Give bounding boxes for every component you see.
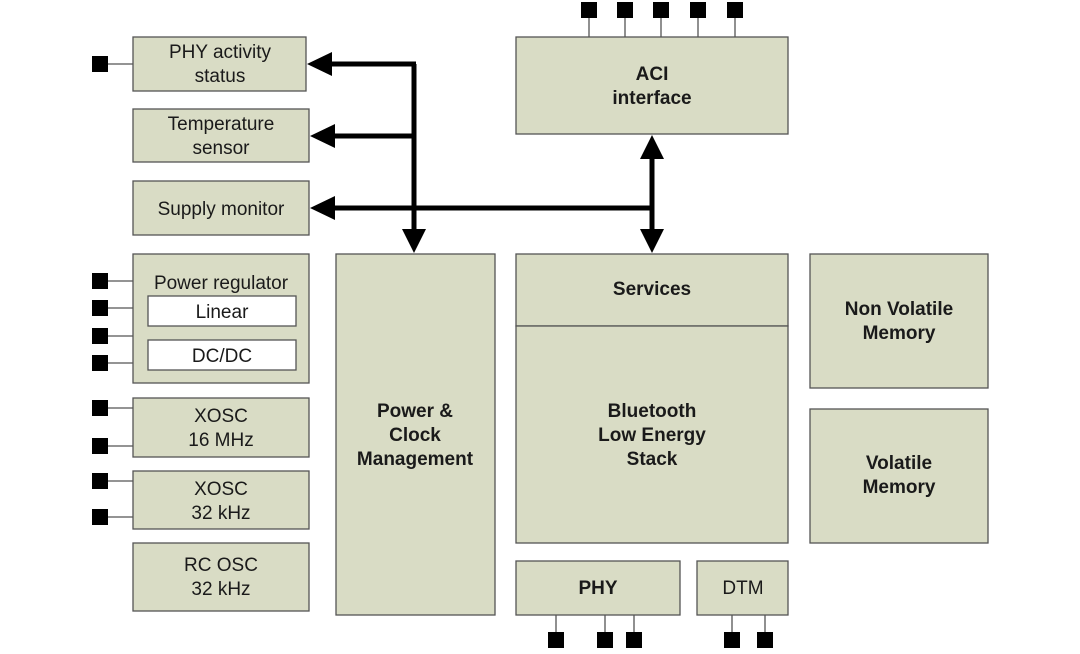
power-clock-label-line1: Power & [377, 401, 453, 422]
pin-icon [724, 632, 740, 648]
aci-interface-label-line1: ACI [636, 64, 669, 85]
ble-stack-label-line1: Bluetooth [608, 401, 697, 422]
xosc-32khz-block: XOSC 32 kHz [132, 470, 310, 530]
arrow-to-power-clock [402, 229, 426, 253]
ble-stack-label-line3: Stack [627, 449, 678, 470]
phy-activity-status-label-line1: PHY activity [169, 42, 272, 63]
supply-monitor-block: Supply monitor [132, 180, 310, 236]
services-block: Services [515, 253, 789, 327]
power-clock-management-block: Power & Clock Management [335, 253, 496, 616]
aci-interface-label-line2: interface [612, 88, 691, 109]
arrow-to-services [640, 229, 664, 253]
pin-icon [92, 328, 108, 344]
power-clock-label-line3: Management [357, 449, 474, 470]
arrow-to-phy-activity [307, 52, 332, 76]
ble-stack-label-line2: Low Energy [598, 425, 706, 446]
rc-osc-block: RC OSC 32 kHz [132, 542, 310, 612]
xosc-16mhz-label-line1: XOSC [194, 406, 248, 427]
pin-icon [581, 2, 597, 18]
pin-icon [92, 400, 108, 416]
linear-regulator-box [147, 295, 297, 327]
dcdc-regulator-box [147, 339, 297, 371]
linear-regulator-label: Linear [196, 302, 249, 323]
arrow-to-aci [640, 135, 664, 159]
nvm-label-line2: Memory [863, 323, 936, 344]
phy-label: PHY [578, 578, 617, 599]
power-regulator-block: Power regulator Linear DC/DC [132, 253, 310, 384]
temperature-sensor-label-line2: sensor [192, 138, 250, 159]
arrow-to-supply-monitor [310, 196, 335, 220]
ble-stack-block: Bluetooth Low Energy Stack [515, 325, 789, 544]
volatile-memory-block: Volatile Memory [809, 408, 989, 544]
bus-lines [307, 52, 664, 253]
dtm-block: DTM [696, 560, 789, 616]
dcdc-regulator-label: DC/DC [192, 346, 252, 367]
rc-osc-label-line1: RC OSC [184, 555, 258, 576]
pin-icon [757, 632, 773, 648]
xosc-32khz-label-line2: 32 kHz [191, 503, 250, 524]
pin-icon [92, 300, 108, 316]
pin-icon [92, 473, 108, 489]
pin-icon [597, 632, 613, 648]
temperature-sensor-block: Temperature sensor [132, 108, 310, 163]
power-clock-label-line2: Clock [389, 425, 441, 446]
pin-icon [727, 2, 743, 18]
pin-icon [92, 273, 108, 289]
pin-icon [92, 355, 108, 371]
vm-label-line1: Volatile [866, 453, 932, 474]
power-regulator-title: Power regulator [154, 273, 289, 294]
vm-label-line2: Memory [863, 477, 936, 498]
phy-activity-status-label-line2: status [195, 66, 246, 87]
services-label: Services [613, 279, 691, 300]
xosc-32khz-label-line1: XOSC [194, 479, 248, 500]
phy-block: PHY [515, 560, 681, 616]
nvm-label-line1: Non Volatile [845, 299, 953, 320]
pin-icon [690, 2, 706, 18]
pin-icon [92, 438, 108, 454]
pin-icon [92, 509, 108, 525]
non-volatile-memory-block: Non Volatile Memory [809, 253, 989, 389]
phy-activity-status-block: PHY activity status [132, 36, 307, 92]
supply-monitor-label: Supply monitor [158, 199, 285, 220]
xosc-16mhz-block: XOSC 16 MHz [132, 397, 310, 458]
pin-icon [653, 2, 669, 18]
dtm-label: DTM [722, 578, 763, 599]
pin-icon [617, 2, 633, 18]
pin-icon [92, 56, 108, 72]
pin-icon [626, 632, 642, 648]
arrow-to-temperature [310, 124, 335, 148]
temperature-sensor-label-line1: Temperature [168, 114, 275, 135]
rc-osc-label-line2: 32 kHz [191, 579, 250, 600]
xosc-16mhz-label-line2: 16 MHz [188, 430, 253, 451]
pin-icon [548, 632, 564, 648]
aci-interface-block: ACI interface [515, 36, 789, 135]
